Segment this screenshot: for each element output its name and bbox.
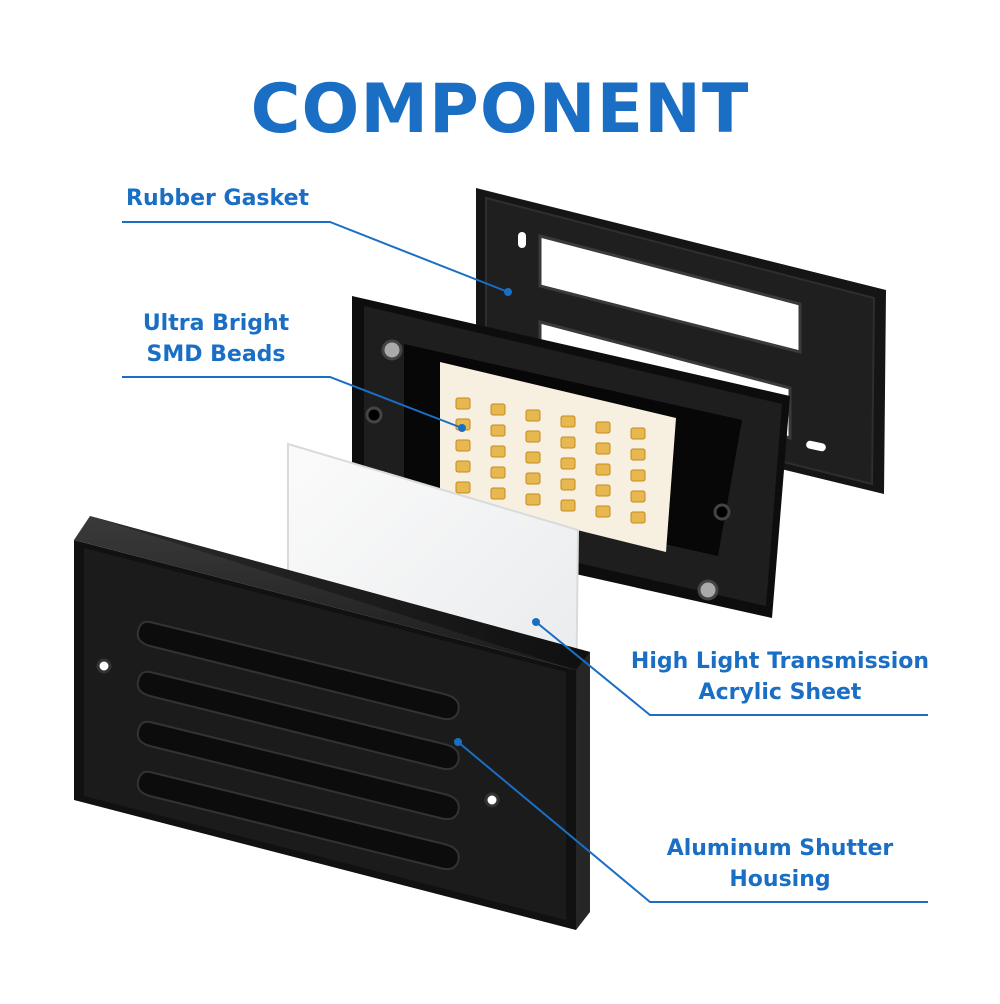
mounting-hole xyxy=(713,503,731,521)
screw-icon xyxy=(697,579,719,601)
smd-bead xyxy=(490,487,506,500)
smd-bead xyxy=(595,484,611,497)
callout-label-line1: Ultra Bright xyxy=(142,311,290,336)
smd-bead xyxy=(595,463,611,476)
callout-rubber-gasket: Rubber Gasket xyxy=(126,183,309,214)
louver-slot xyxy=(136,670,460,771)
smd-bead xyxy=(630,469,646,482)
mounting-hole xyxy=(365,406,383,424)
smd-bead xyxy=(525,409,541,422)
callout-label-line2: SMD Beads xyxy=(146,342,286,367)
smd-bead xyxy=(630,490,646,503)
smd-bead xyxy=(560,499,576,512)
callout-acrylic-sheet: High Light Transmission Acrylic Sheet xyxy=(630,646,930,708)
smd-bead xyxy=(525,451,541,464)
smd-bead xyxy=(595,442,611,455)
smd-bead xyxy=(525,493,541,506)
callout-line-gasket xyxy=(122,221,509,293)
callout-dot xyxy=(454,738,462,746)
smd-bead xyxy=(490,466,506,479)
callout-shutter-housing: Aluminum Shutter Housing xyxy=(650,833,910,895)
callout-label-line1: Aluminum Shutter xyxy=(666,836,894,861)
smd-bead xyxy=(630,448,646,461)
smd-bead xyxy=(560,478,576,491)
callout-dot xyxy=(504,288,512,296)
page-title: COMPONENT xyxy=(250,70,750,149)
smd-bead xyxy=(630,511,646,524)
mounting-hole xyxy=(484,792,500,808)
callout-lines xyxy=(122,221,928,903)
gasket-slot xyxy=(806,440,826,452)
smd-bead xyxy=(560,457,576,470)
callout-label-line2: Acrylic Sheet xyxy=(698,680,862,705)
callout-line-housing xyxy=(457,741,928,903)
mounting-hole xyxy=(96,658,112,674)
smd-bead xyxy=(525,472,541,485)
louver-slot xyxy=(136,620,460,721)
louver-slots xyxy=(136,620,460,871)
smd-bead xyxy=(490,445,506,458)
smd-bead xyxy=(455,460,471,473)
callout-dot xyxy=(458,424,466,432)
callout-label: Rubber Gasket xyxy=(126,186,310,211)
callout-label-line2: Housing xyxy=(729,867,831,892)
smd-bead xyxy=(490,403,506,416)
smd-bead xyxy=(455,397,471,410)
callout-line-acrylic xyxy=(535,621,928,716)
smd-bead xyxy=(455,481,471,494)
smd-bead xyxy=(595,421,611,434)
louver-slot xyxy=(136,770,460,871)
callout-dot xyxy=(532,618,540,626)
gasket-slot xyxy=(518,232,526,248)
smd-bead xyxy=(525,430,541,443)
callout-line-beads xyxy=(122,376,463,429)
screw-icon xyxy=(381,339,403,361)
smd-bead xyxy=(490,424,506,437)
smd-bead xyxy=(455,439,471,452)
smd-bead xyxy=(560,415,576,428)
callout-smd-beads: Ultra Bright SMD Beads xyxy=(140,308,292,370)
smd-bead xyxy=(630,427,646,440)
callout-label-line1: High Light Transmission xyxy=(630,649,930,674)
smd-bead xyxy=(560,436,576,449)
smd-bead-grid xyxy=(455,397,646,524)
louver-slot xyxy=(136,720,460,821)
smd-bead xyxy=(595,505,611,518)
shutter-housing xyxy=(74,516,590,930)
